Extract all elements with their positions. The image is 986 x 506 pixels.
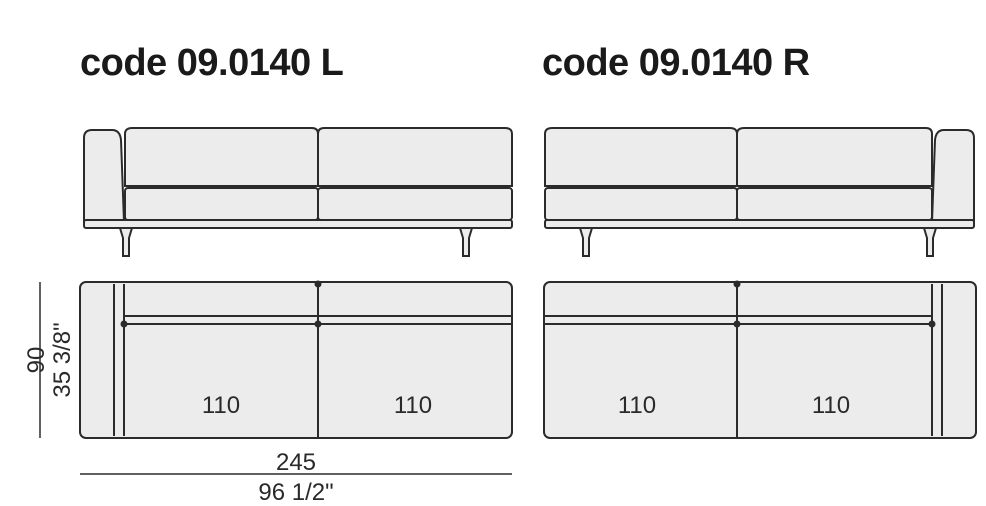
top-right-joint-top [733,280,741,288]
front-right-seat-cushion-2 [736,187,933,221]
front-left-leg-1 [118,227,134,257]
seat-label-left-2: 110 [394,392,432,419]
code-title-left: code 09.0140 L [80,42,344,84]
front-right-back-cushion-1 [544,127,738,187]
front-left-seat-cushion-1 [124,187,319,221]
width-dimension-inches: 96 1/2" [258,479,333,506]
front-view-left [83,127,513,257]
width-dimension: 245 96 1/2" [80,449,512,506]
front-left-back-cushion-2 [317,127,513,187]
front-right-back-cushion-2 [736,127,933,187]
front-right-seat-cushion-1 [544,187,738,221]
front-left-seat-cushion-2 [317,187,513,221]
top-left-joint-mid [314,320,322,328]
top-right-joint-arm [928,320,936,328]
front-right-armrest [930,129,975,223]
depth-dimension-inches: 35 3/8" [49,322,76,397]
depth-dimension: 90 35 3/8" [23,282,76,438]
top-view-right [543,280,977,439]
front-right-leg-1 [578,227,594,257]
top-left-outline [79,281,513,439]
front-right-base [544,219,975,229]
top-left-joint-arm [120,320,128,328]
top-right-outline [543,281,977,439]
seat-label-right-2: 110 [812,392,850,419]
top-view-left [79,280,513,439]
seat-label-right-1: 110 [618,392,656,419]
front-left-armrest [83,129,126,223]
front-left-back-cushion-1 [124,127,319,187]
width-dimension-cm: 245 [276,449,316,476]
front-right-leg-2 [922,227,938,257]
code-title-right: code 09.0140 R [542,42,810,84]
front-left-base [83,219,513,229]
seat-label-left-1: 110 [202,392,240,419]
top-right-joint-mid [733,320,741,328]
front-left-leg-2 [458,227,474,257]
front-view-right [544,127,975,257]
depth-dimension-cm: 90 [23,347,50,374]
top-left-joint-top [314,280,322,288]
